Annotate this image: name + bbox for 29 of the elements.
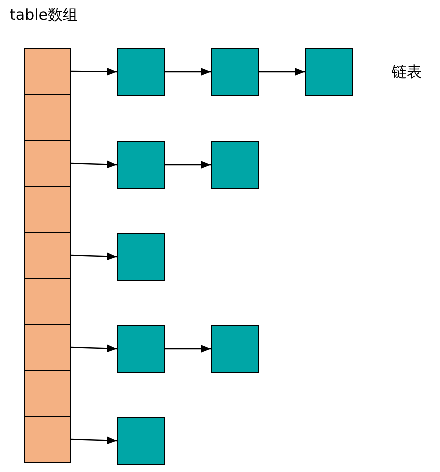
arrow [70,344,118,353]
linked-list-label: 链表 [392,63,422,81]
list-node-box [211,48,259,96]
arrow [70,436,118,445]
array-label: table数组 [10,6,78,24]
array-cell [24,140,71,187]
arrow [259,68,305,76]
array-cell [24,278,71,325]
list-node-box [117,233,165,281]
list-node-box [211,325,259,373]
arrow [165,345,211,353]
array-cell [24,232,71,279]
list-node-box [305,48,353,96]
arrow [71,68,117,76]
arrow [165,68,211,76]
array-cell [24,186,71,233]
array-cell [24,370,71,417]
arrow [70,252,118,261]
array-cell [24,94,71,141]
arrow [70,160,118,169]
arrow [165,161,211,169]
array-cell [24,416,71,463]
array-cell [24,324,71,371]
list-node-box [117,325,165,373]
list-node-box [117,141,165,189]
list-node-box [211,141,259,189]
array-cell [24,48,71,95]
list-node-box [117,48,165,96]
list-node-box [117,417,165,465]
